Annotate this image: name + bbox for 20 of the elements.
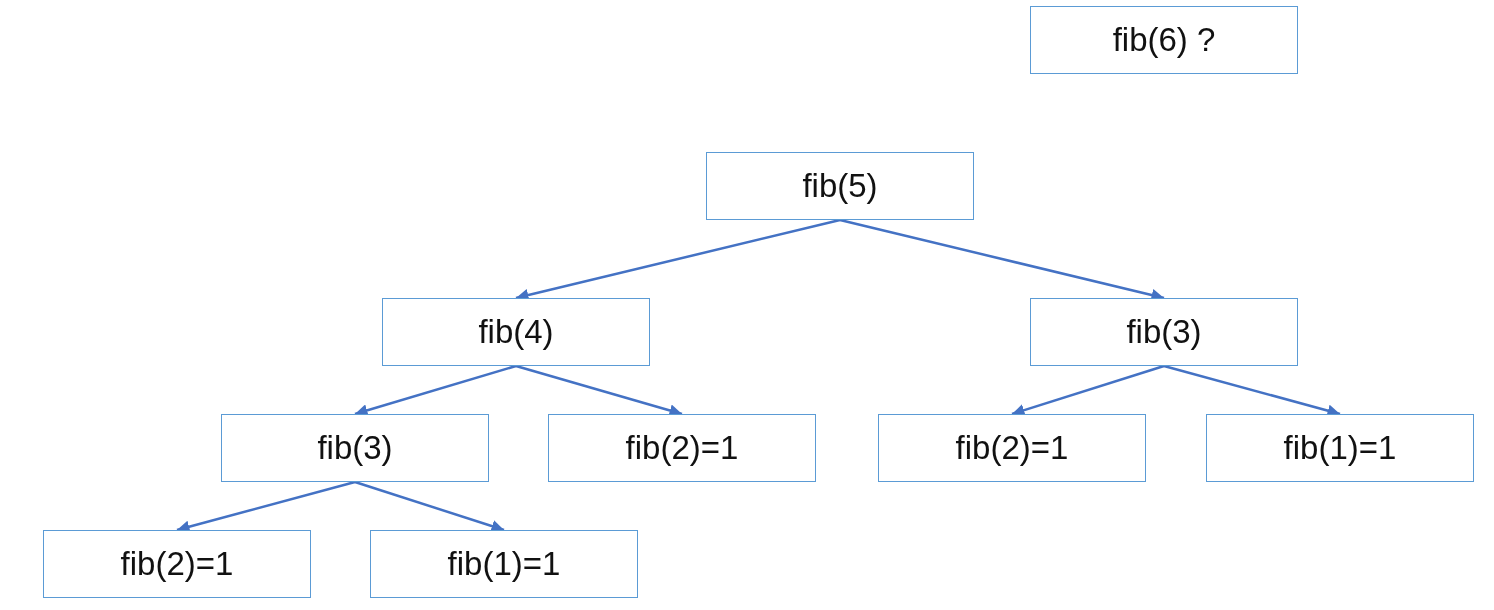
node-box [43, 530, 311, 598]
node-box [1206, 414, 1474, 482]
node-box [548, 414, 816, 482]
node-box [1030, 298, 1298, 366]
node-label: fib(2)=1 [120, 545, 234, 583]
node-label: fib(1)=1 [447, 545, 561, 583]
node-box [221, 414, 489, 482]
node-label: fib(2)=1 [955, 429, 1069, 467]
node-label: fib(6) ? [1112, 21, 1216, 59]
node-label: fib(2)=1 [625, 429, 739, 467]
node-box [706, 152, 974, 220]
node-label: fib(5) [802, 167, 878, 205]
node-box [878, 414, 1146, 482]
node-box [1030, 6, 1298, 74]
node-box [382, 298, 650, 366]
node-label: fib(3) [1126, 313, 1202, 351]
node-box [370, 530, 638, 598]
node-label: fib(1)=1 [1283, 429, 1397, 467]
node-label: fib(3) [317, 429, 393, 467]
node-label: fib(4) [478, 313, 554, 351]
